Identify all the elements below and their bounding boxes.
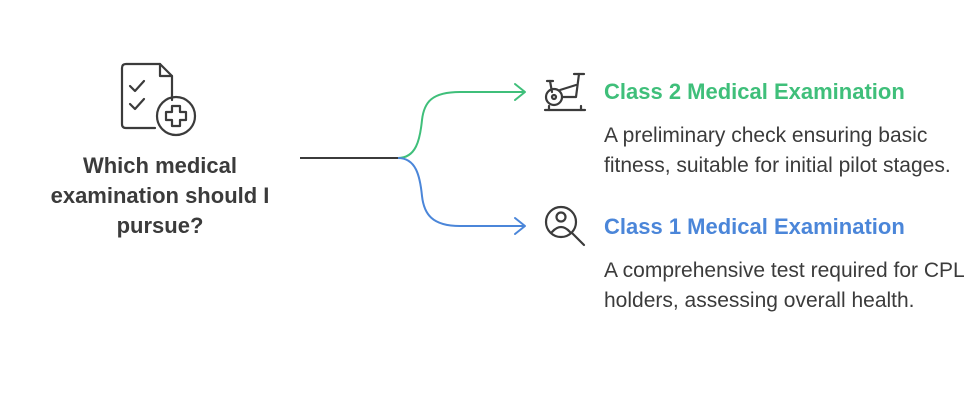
arrowhead-class-1 <box>514 217 526 235</box>
option-description-class-2: A preliminary check ensuring basic fitne… <box>604 124 951 177</box>
arrowhead-class-2 <box>514 83 526 101</box>
medical-checklist-icon <box>120 62 197 137</box>
question-text: Which medical examination should I pursu… <box>50 153 270 238</box>
branch-line-class-2 <box>397 91 525 159</box>
option-title-class-1: Class 1 Medical Examination <box>604 214 905 239</box>
person-magnifier-icon <box>544 205 586 247</box>
option-description-class-1: A comprehensive test required for CPL ho… <box>604 259 964 312</box>
branch-line-class-1 <box>397 157 525 227</box>
exercise-bike-icon <box>543 72 587 112</box>
option-title-class-2: Class 2 Medical Examination <box>604 79 905 104</box>
